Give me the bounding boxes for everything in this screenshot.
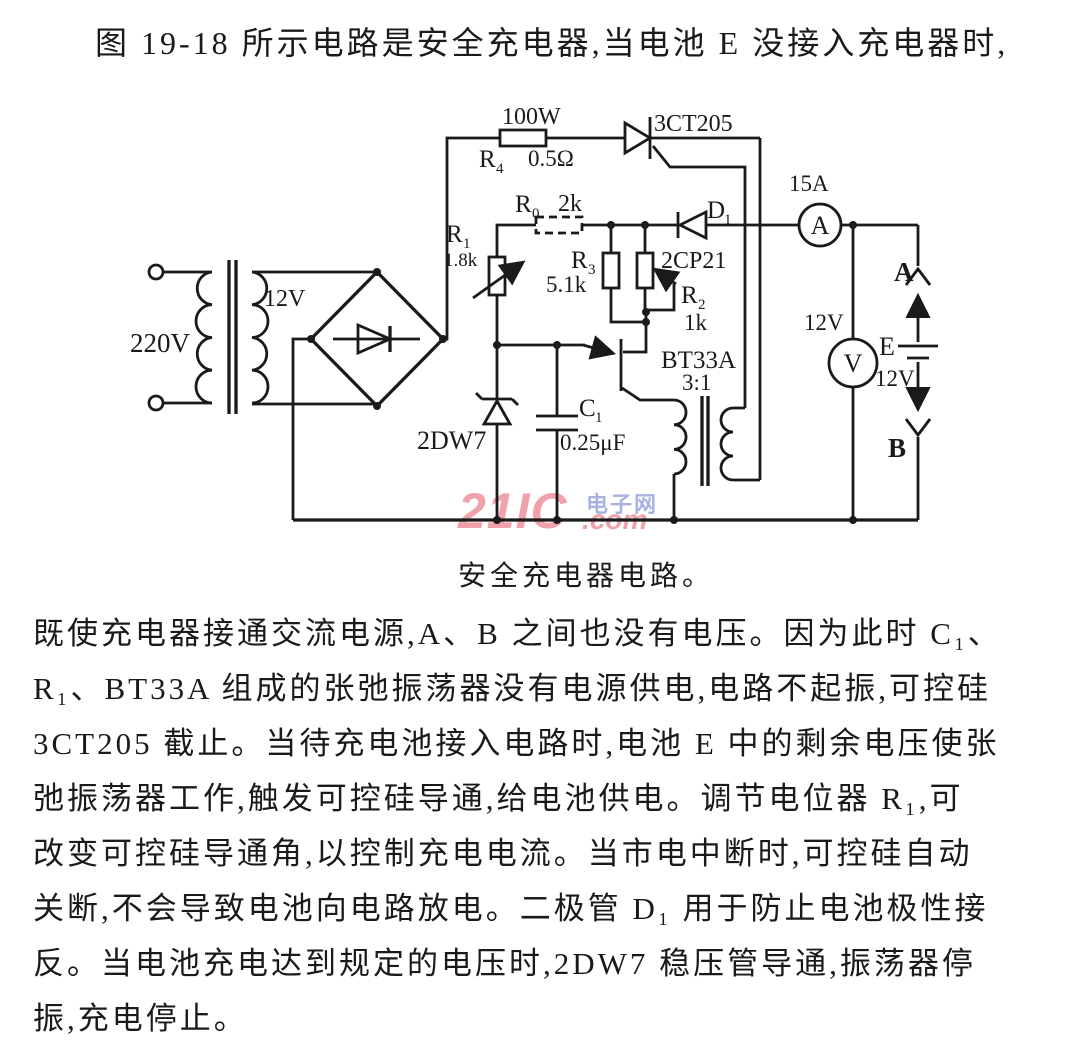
r3-value-label: 5.1k [546,272,587,297]
c1-label-sub: 1 [595,410,603,426]
r4-value-label: 0.5Ω [528,146,574,171]
scr-3ct205: 3CT205 [623,111,733,159]
secondary-coil [251,270,270,405]
charger-circuit-diagram: 220V 12V 100W R 4 0.5Ω 3CT205 R 0 2k R [130,104,938,524]
r3-label-sub: 3 [588,262,596,278]
body-line: 振,充电停止。 [33,1001,248,1036]
bridge-diode-icon [356,322,394,356]
battery-branch: A E 12V B [875,225,938,520]
d1-label: D [707,197,725,224]
r0-label: R [515,191,532,218]
body-line: 关断,不会导致电池向电路放电。二极管 D₁ 用于防止电池极性接 [33,891,989,926]
pt-secondary-coil [719,406,734,482]
r4-label: R [479,146,496,173]
r4-power-label: 100W [502,104,561,130]
scr-type-label: 3CT205 [654,111,733,137]
terminal-a-chevron [904,266,932,286]
terminal-b-label: B [888,433,906,463]
r1-label: R [446,221,463,248]
terminal-b-chevron [904,418,932,438]
pt-primary-coil [673,398,688,476]
mains-voltage-label: 220V [130,328,191,358]
d1-label-sub: 1 [724,212,732,228]
r0-value-label: 2k [558,191,582,217]
resistor-r3: R 3 5.1k [546,247,621,297]
diode-d1: D 1 2CP21 [661,197,732,274]
c1-label: C [579,395,596,422]
voltmeter-symbol: V [844,349,863,378]
r2-label-sub: 2 [698,297,706,313]
zener-symbol [481,398,513,426]
ammeter: A 15A [789,171,843,248]
circuit-wires [163,136,918,522]
body-line: R₁、BT33A 组成的张弛振荡器没有电源供电,电路不起振,可控硅 [33,671,992,706]
ujt-bt33a: BT33A [582,335,736,391]
potentiometer-r1: R 1 1.8k [444,221,526,300]
body-line: 反。当电池充电达到规定的电压时,2DW7 稳压管导通,振荡器停 [33,946,976,981]
ammeter-rating-label: 15A [789,171,829,196]
body-line: 既使充电器接通交流电源,A、B 之间也没有电压。因为此时 C₁、 [33,616,1002,651]
pulse-transformer: 3:1 [673,370,734,486]
zener-2dw7: 2DW7 [417,392,519,455]
resistor-r4: 100W R 4 0.5Ω [479,104,574,177]
page-title: 图 19-18 所示电路是安全充电器,当电池 E 没接入充电器时, [95,25,1009,61]
body-text: 既使充电器接通交流电源,A、B 之间也没有电压。因为此时 C₁、 R₁、BT33… [33,606,1002,1046]
r3-label: R [571,247,588,274]
voltmeter-rating-label: 12V [804,310,844,335]
mains-terminal-top [147,263,165,281]
r1-value-label: 1.8k [444,250,478,271]
zener-type-label: 2DW7 [417,426,486,455]
r4-label-sub: 4 [496,161,504,177]
r1-label-sub: 1 [463,236,471,252]
pt-ratio-label: 3:1 [682,370,711,395]
capacitor-c1: C 1 0.25μF [536,395,625,455]
primary-coil [194,270,213,405]
mains-transformer: 220V 12V [130,260,306,414]
r0-label-sub: 0 [532,206,540,222]
r2-value-label: 1k [684,310,708,335]
resistor-r0: R 0 2k [515,191,584,235]
bridge-rectifier [307,268,447,410]
voltmeter: V 12V [804,310,879,389]
ammeter-symbol: A [811,211,830,240]
scr-symbol [623,120,653,156]
battery-label: E [879,332,895,361]
junction-dots [493,221,857,524]
body-line: 弛振荡器工作,触发可控硅导通,给电池供电。调节电位器 R₁,可 [33,781,964,816]
body-line: 改变可控硅导通角,以控制充电电流。当市电中断时,可控硅自动 [33,836,973,871]
c1-value-label: 0.25μF [560,430,625,455]
r2-label: R [681,282,698,309]
body-line: 3CT205 截止。当待充电池接入电路时,电池 E 中的剩余电压使张 [33,726,1000,761]
ujt-type-label: BT33A [661,347,736,374]
d1-type-label: 2CP21 [661,248,726,274]
figure-caption: 安全充电器电路。 [458,561,715,592]
mains-terminal-bottom [147,394,165,412]
potentiometer-r2: R 2 1k [635,251,708,335]
battery-voltage-label: 12V [875,366,915,391]
d1-symbol [676,209,708,241]
secondary-voltage-label: 12V [264,286,306,312]
terminal-a-label: A [894,257,914,287]
